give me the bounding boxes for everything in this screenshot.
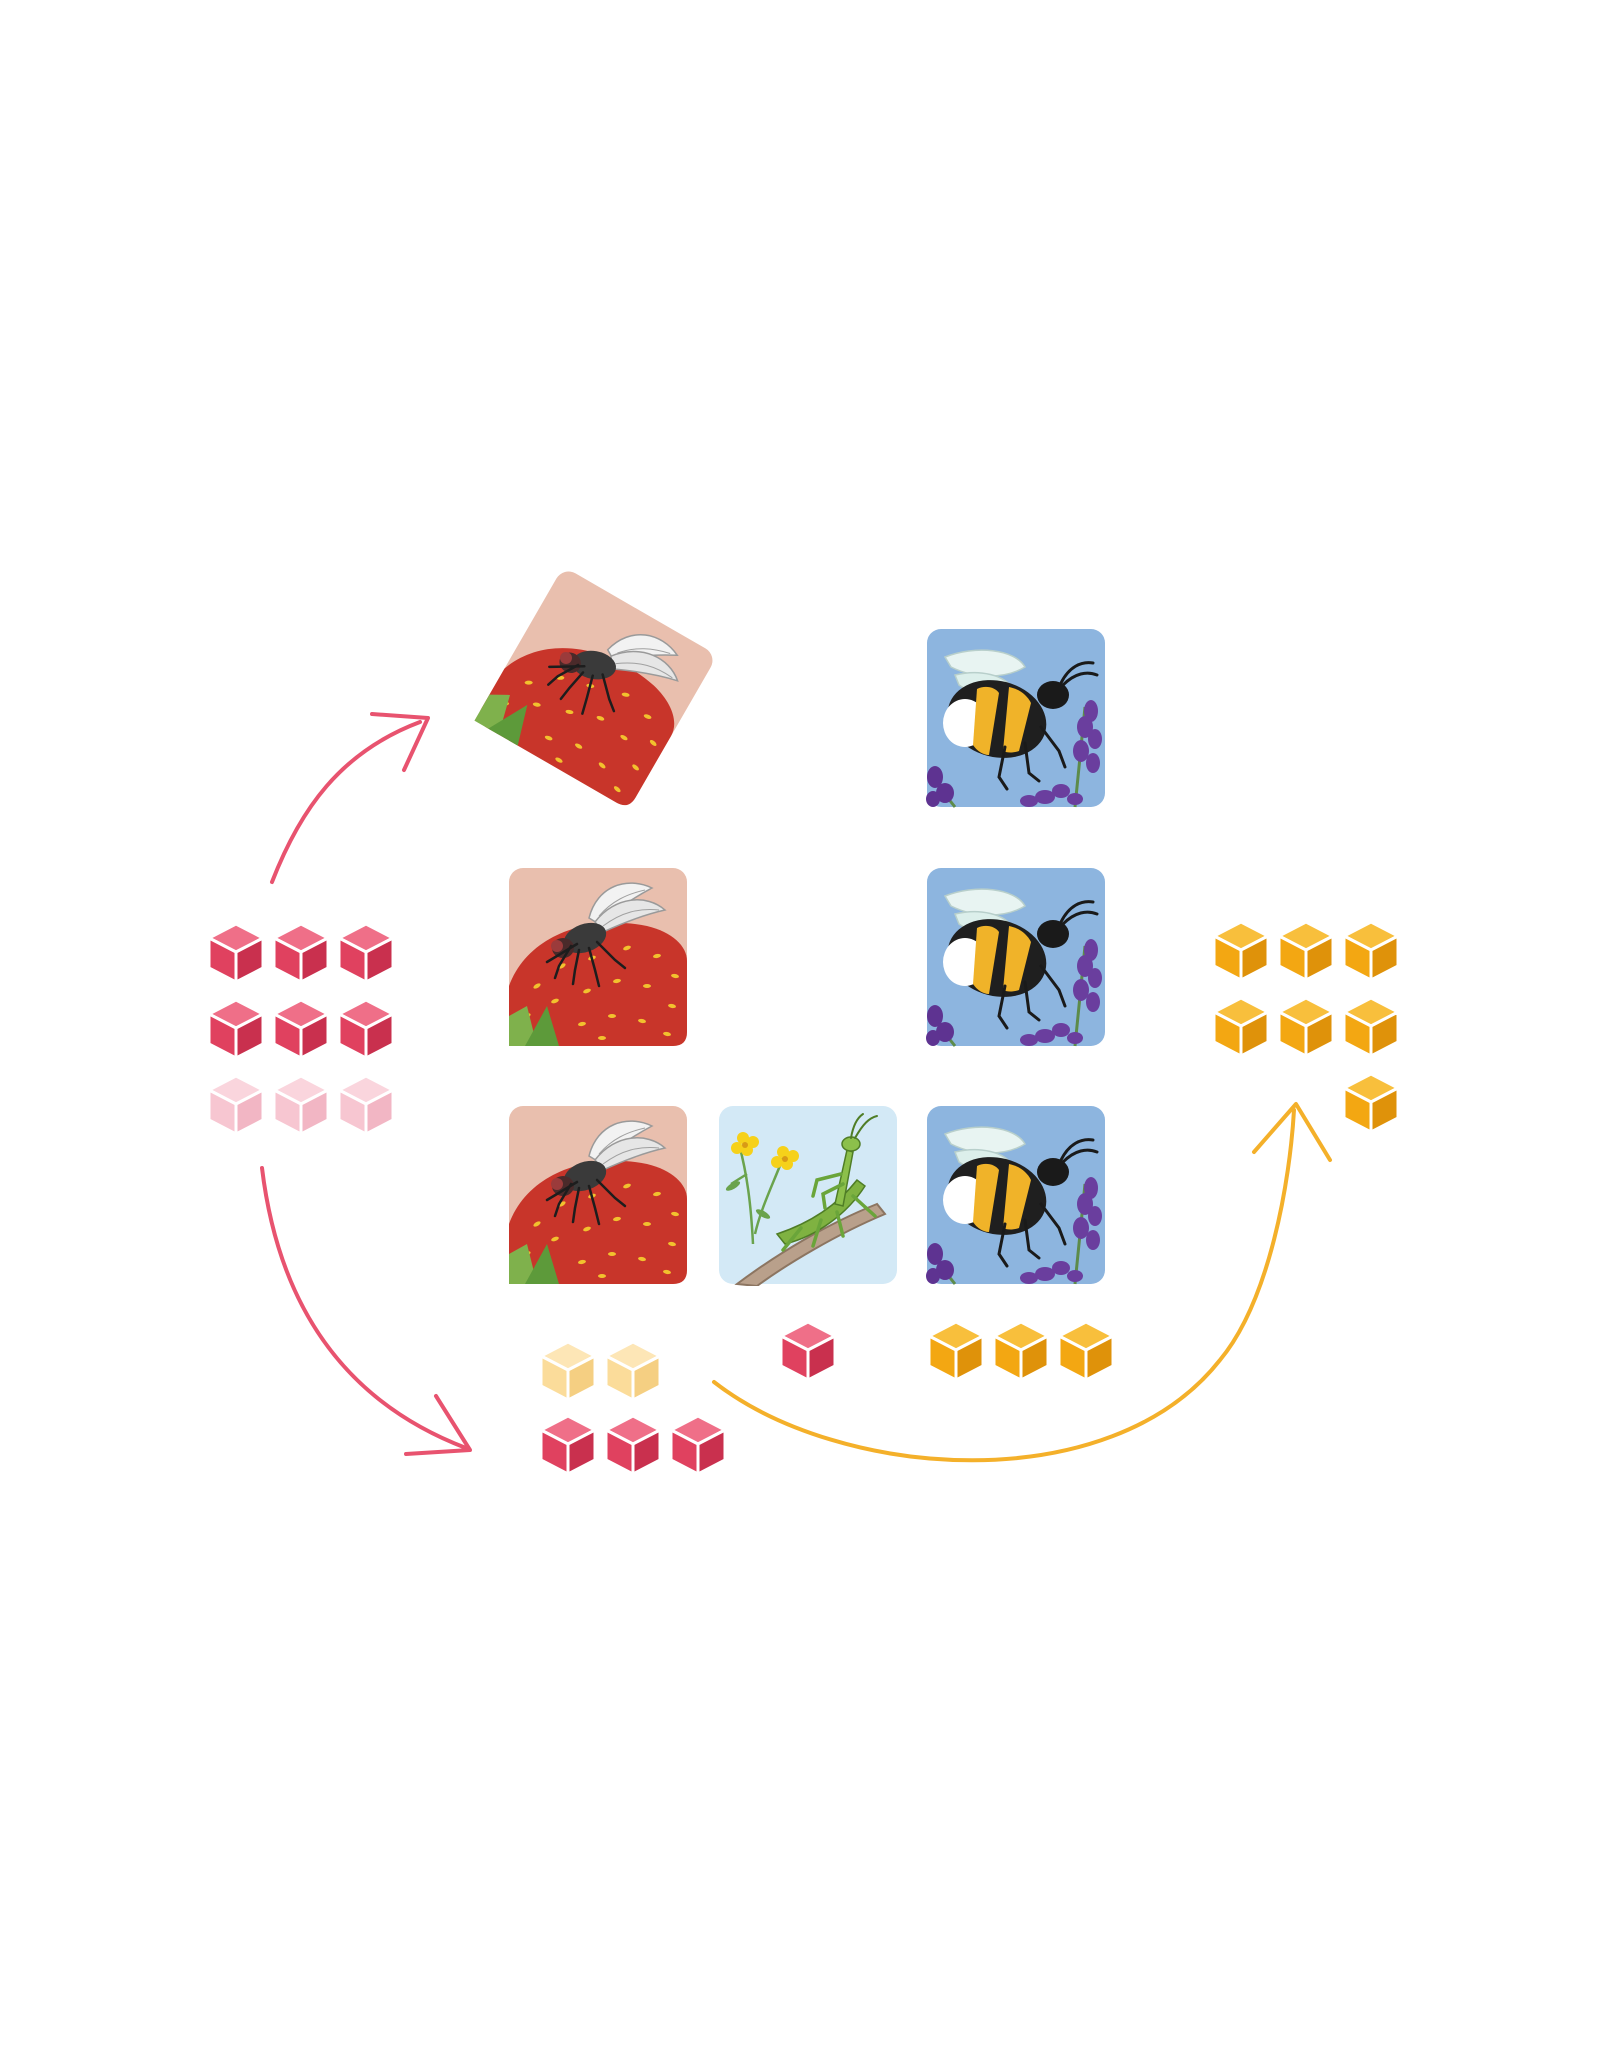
fly-card-bottom[interactable]	[507, 1104, 689, 1286]
pink-cube[interactable]	[270, 996, 332, 1062]
fly-on-strawberry-icon	[507, 1104, 689, 1286]
arrow-left-to-tilted-card	[270, 712, 430, 884]
yellow-cube-faded	[537, 1338, 599, 1404]
bumblebee-on-lavender-icon	[925, 1104, 1107, 1286]
arrow-left-to-bottom-pool	[260, 1166, 472, 1456]
arrow-bottom-pool-to-right-pool	[712, 1102, 1332, 1463]
pink-cube[interactable]	[537, 1412, 599, 1478]
yellow-cube[interactable]	[1055, 1318, 1117, 1384]
mantis-card[interactable]	[717, 1104, 899, 1286]
yellow-cube[interactable]	[1340, 1070, 1402, 1136]
yellow-cube[interactable]	[1210, 994, 1272, 1060]
yellow-cube[interactable]	[990, 1318, 1052, 1384]
bee-card-middle[interactable]	[925, 866, 1107, 1048]
pink-cube[interactable]	[602, 1412, 664, 1478]
bee-card-bottom[interactable]	[925, 1104, 1107, 1286]
pink-cube[interactable]	[335, 996, 397, 1062]
pink-cube-faded	[270, 1072, 332, 1138]
pink-cube-faded	[205, 1072, 267, 1138]
pink-cube[interactable]	[205, 996, 267, 1062]
pink-cube-faded	[335, 1072, 397, 1138]
pink-cube[interactable]	[667, 1412, 729, 1478]
bee-card-top[interactable]	[925, 627, 1107, 809]
yellow-cube[interactable]	[1275, 918, 1337, 984]
mantis-on-branch-icon	[717, 1104, 899, 1286]
pink-cube[interactable]	[335, 920, 397, 986]
yellow-cube[interactable]	[1210, 918, 1272, 984]
yellow-cube[interactable]	[1340, 994, 1402, 1060]
yellow-cube-faded	[602, 1338, 664, 1404]
bumblebee-on-lavender-icon	[925, 627, 1107, 809]
pink-cube[interactable]	[777, 1318, 839, 1384]
yellow-cube[interactable]	[925, 1318, 987, 1384]
fly-on-strawberry-icon	[507, 866, 689, 1048]
yellow-cube[interactable]	[1275, 994, 1337, 1060]
pink-cube[interactable]	[270, 920, 332, 986]
fly-card-middle[interactable]	[507, 866, 689, 1048]
bumblebee-on-lavender-icon	[925, 866, 1107, 1048]
yellow-cube[interactable]	[1340, 918, 1402, 984]
pink-cube[interactable]	[205, 920, 267, 986]
